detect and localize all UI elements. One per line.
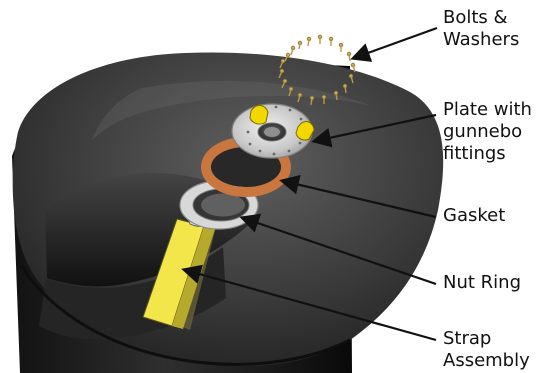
label-bolts-washers: Bolts & Washers bbox=[443, 7, 519, 51]
label-bolts-washers-line-1: Bolts & bbox=[443, 7, 519, 29]
label-bolts-washers-line-2: Washers bbox=[443, 29, 519, 51]
label-plate-fittings-line-1: Plate with bbox=[443, 99, 532, 121]
nut-ring-opening bbox=[201, 194, 245, 217]
label-plate-fittings: Plate with gunnebo fittings bbox=[443, 99, 532, 165]
label-nut-ring: Nut Ring bbox=[443, 272, 521, 294]
label-gasket: Gasket bbox=[443, 205, 505, 227]
label-gasket-line-1: Gasket bbox=[443, 205, 505, 227]
fitting-left bbox=[250, 105, 268, 124]
plate-center-hole-inner bbox=[264, 127, 280, 137]
label-strap-assembly-line-1: Strap bbox=[443, 328, 530, 350]
label-plate-fittings-line-3: fittings bbox=[443, 143, 532, 165]
arrow-bolts bbox=[354, 28, 437, 58]
label-strap-assembly-line-2: Assembly bbox=[443, 350, 530, 372]
label-plate-fittings-line-2: gunnebo bbox=[443, 121, 532, 143]
label-nut-ring-line-1: Nut Ring bbox=[443, 272, 521, 294]
label-strap-assembly: Strap Assembly bbox=[443, 328, 530, 372]
